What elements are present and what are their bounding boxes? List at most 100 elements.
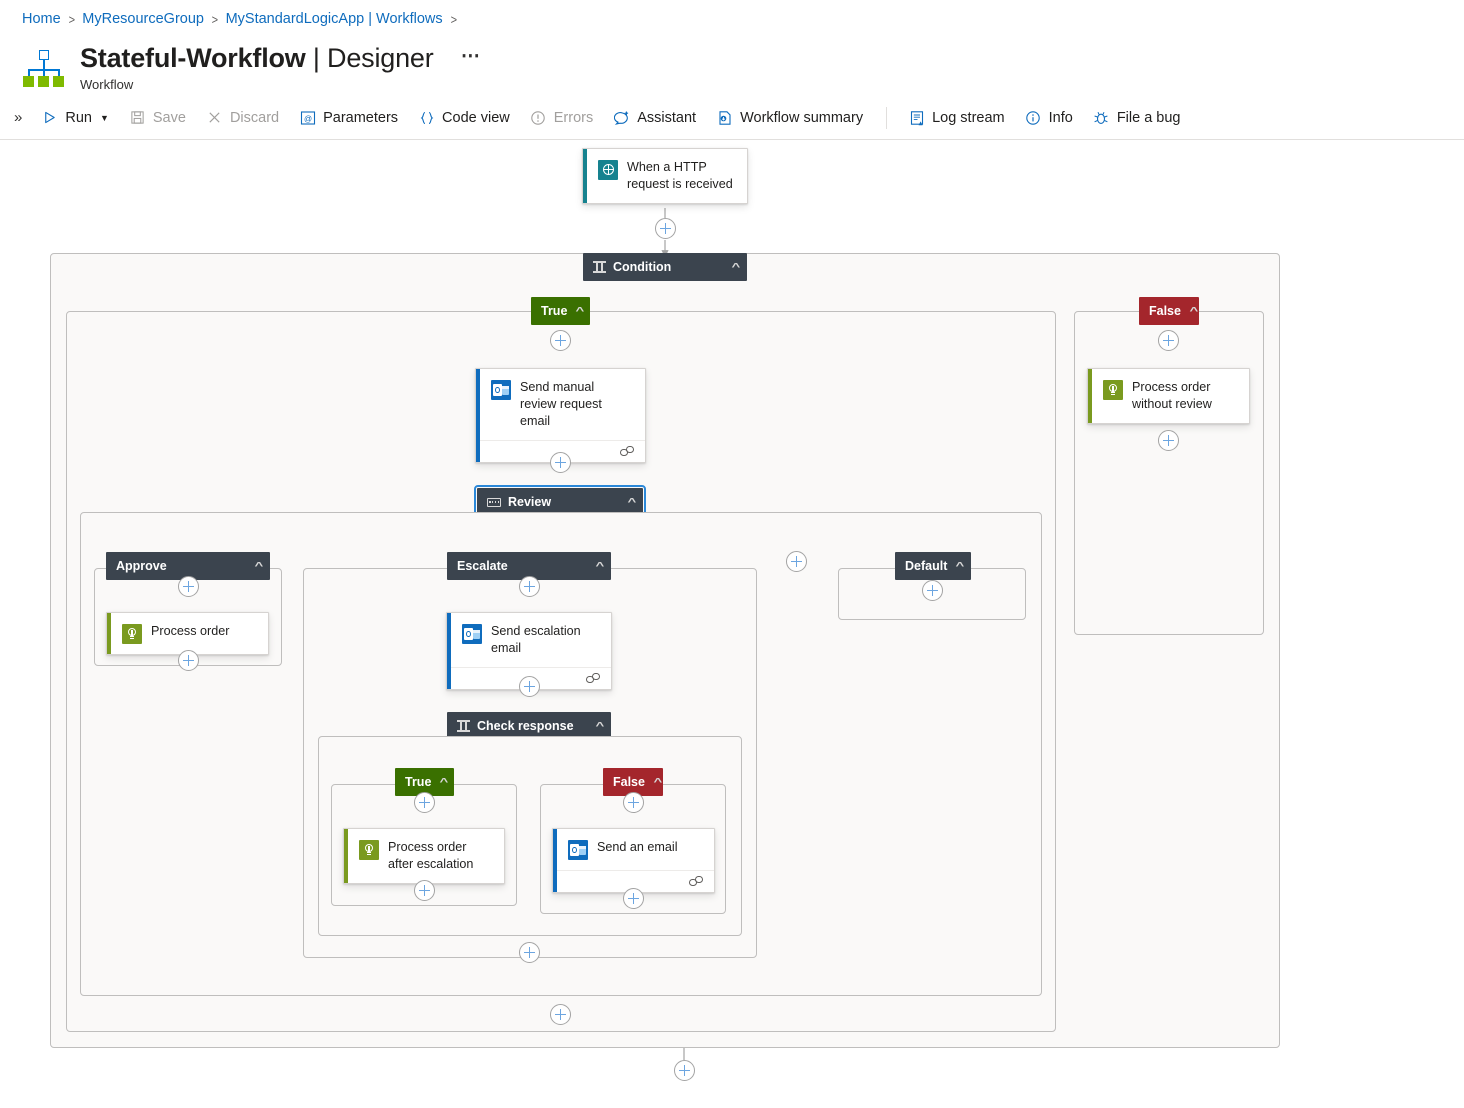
node-accent (107, 613, 111, 654)
discard-button[interactable]: Discard (197, 102, 288, 134)
chevron-up-icon[interactable]: ^ (653, 776, 663, 788)
breadcrumb-item-logic-app[interactable]: MyStandardLogicApp | Workflows (225, 11, 443, 27)
case-node-approve[interactable]: Approve ^ (106, 552, 270, 580)
condition-node[interactable]: Condition ^ (583, 253, 747, 281)
chevron-up-icon[interactable]: ^ (254, 560, 264, 572)
parameters-button[interactable]: @ Parameters (290, 102, 407, 134)
breadcrumb-separator: > (450, 11, 457, 27)
action-node-process-order[interactable]: Process order (106, 612, 269, 655)
connection-link-icon[interactable] (586, 673, 601, 684)
node-accent (553, 829, 557, 892)
case-node-escalate[interactable]: Escalate ^ (447, 552, 611, 580)
branch-true-label: True (405, 775, 432, 789)
chevron-up-icon[interactable]: ^ (439, 776, 449, 788)
breadcrumb-item-home[interactable]: Home (22, 11, 61, 27)
workflow-summary-button[interactable]: Workflow summary (707, 102, 872, 134)
trigger-node-label: When a HTTP request is received (627, 160, 733, 191)
page-subtitle: Workflow (80, 77, 134, 92)
play-icon (41, 109, 58, 126)
branch-label-false[interactable]: False ^ (1139, 297, 1199, 325)
chevron-up-icon[interactable]: ^ (595, 560, 605, 572)
action-node-process-order-without-review[interactable]: Process order without review (1087, 368, 1250, 424)
node-accent (583, 149, 587, 203)
action-node-label: Process order (151, 624, 230, 638)
chevron-up-icon[interactable]: ^ (595, 720, 605, 732)
add-action-button[interactable] (178, 576, 199, 597)
case-node-default[interactable]: Default ^ (895, 552, 971, 580)
add-action-button[interactable] (1158, 430, 1179, 451)
action-node-send-manual-review-request-email[interactable]: Send manual review request email (475, 368, 646, 463)
assistant-icon (613, 109, 630, 126)
command-bar: » Run ▼ Save Discard @ Parameters Code v… (0, 96, 1464, 140)
condition-node-check-response[interactable]: Check response ^ (447, 712, 611, 740)
add-action-button[interactable] (519, 942, 540, 963)
action-node-label: Send manual review request email (520, 380, 602, 428)
action-node-label: Send an email (597, 840, 678, 854)
chevron-up-icon[interactable]: ^ (575, 305, 585, 317)
assistant-button[interactable]: Assistant (604, 102, 705, 134)
node-accent (476, 369, 480, 462)
branch-label-true[interactable]: True ^ (531, 297, 590, 325)
action-node-label: Send escalation email (491, 624, 581, 655)
more-options-button[interactable]: ⋯ (460, 46, 480, 67)
branch-true-label: True (541, 304, 568, 318)
add-action-button[interactable] (550, 330, 571, 351)
add-action-button[interactable] (519, 576, 540, 597)
connection-link-icon[interactable] (620, 446, 635, 457)
switch-node-review[interactable]: Review ^ (474, 485, 646, 519)
double-chevron-right-icon[interactable]: » (14, 109, 23, 126)
process-icon (359, 840, 379, 860)
add-action-button[interactable] (414, 792, 435, 813)
add-action-button[interactable] (178, 650, 199, 671)
save-icon (129, 109, 146, 126)
add-case-button[interactable] (786, 551, 807, 572)
condition-icon (593, 261, 606, 273)
add-action-button[interactable] (623, 792, 644, 813)
page-title: Stateful-Workflow | Designer ⋯ (80, 40, 480, 75)
add-action-button[interactable] (519, 676, 540, 697)
page-header: Stateful-Workflow | Designer ⋯ Workflow (0, 30, 1464, 92)
save-button[interactable]: Save (120, 102, 195, 134)
chevron-up-icon[interactable]: ^ (627, 496, 637, 508)
add-action-button[interactable] (550, 452, 571, 473)
chevron-up-icon[interactable]: ^ (955, 560, 965, 572)
errors-icon (530, 109, 547, 126)
breadcrumb-item-resource-group[interactable]: MyResourceGroup (82, 11, 204, 27)
branch-label-false-nested[interactable]: False ^ (603, 768, 663, 796)
file-a-bug-button[interactable]: File a bug (1084, 102, 1190, 134)
add-action-button[interactable] (550, 1004, 571, 1025)
add-action-button[interactable] (623, 888, 644, 909)
add-action-button[interactable] (414, 880, 435, 901)
info-label: Info (1048, 109, 1073, 126)
node-accent (1088, 369, 1092, 423)
breadcrumb: Home > MyResourceGroup > MyStandardLogic… (0, 0, 1464, 30)
action-node-send-an-email[interactable]: Send an email (552, 828, 715, 893)
add-action-button[interactable] (674, 1060, 695, 1081)
node-footer (476, 440, 645, 462)
action-node-label: Process order after escalation (388, 840, 474, 871)
node-accent (344, 829, 348, 883)
trigger-node-http-request[interactable]: When a HTTP request is received (582, 148, 748, 204)
info-button[interactable]: Info (1016, 102, 1082, 134)
add-action-button[interactable] (1158, 330, 1179, 351)
workflow-logo-icon (22, 47, 66, 91)
node-footer (447, 667, 611, 689)
add-action-button[interactable] (922, 580, 943, 601)
breadcrumb-separator: > (68, 11, 75, 27)
chevron-up-icon[interactable]: ^ (1189, 305, 1199, 317)
log-stream-button[interactable]: Log stream (899, 102, 1014, 134)
run-button[interactable]: Run ▼ (32, 102, 118, 134)
add-action-button[interactable] (655, 218, 676, 239)
workflow-designer-canvas[interactable]: When a HTTP request is received Conditio… (0, 140, 1464, 1090)
close-icon (206, 109, 223, 126)
errors-button[interactable]: Errors (521, 102, 602, 134)
connection-link-icon[interactable] (689, 876, 704, 887)
action-node-label: Process order without review (1132, 380, 1212, 411)
branch-label-true-nested[interactable]: True ^ (395, 768, 454, 796)
process-icon (122, 624, 142, 644)
toolbar-divider (886, 106, 888, 129)
chevron-down-icon[interactable]: ▼ (99, 112, 109, 123)
chevron-up-icon[interactable]: ^ (731, 261, 741, 273)
action-node-process-order-after-escalation[interactable]: Process order after escalation (343, 828, 505, 884)
code-view-button[interactable]: Code view (409, 102, 519, 134)
